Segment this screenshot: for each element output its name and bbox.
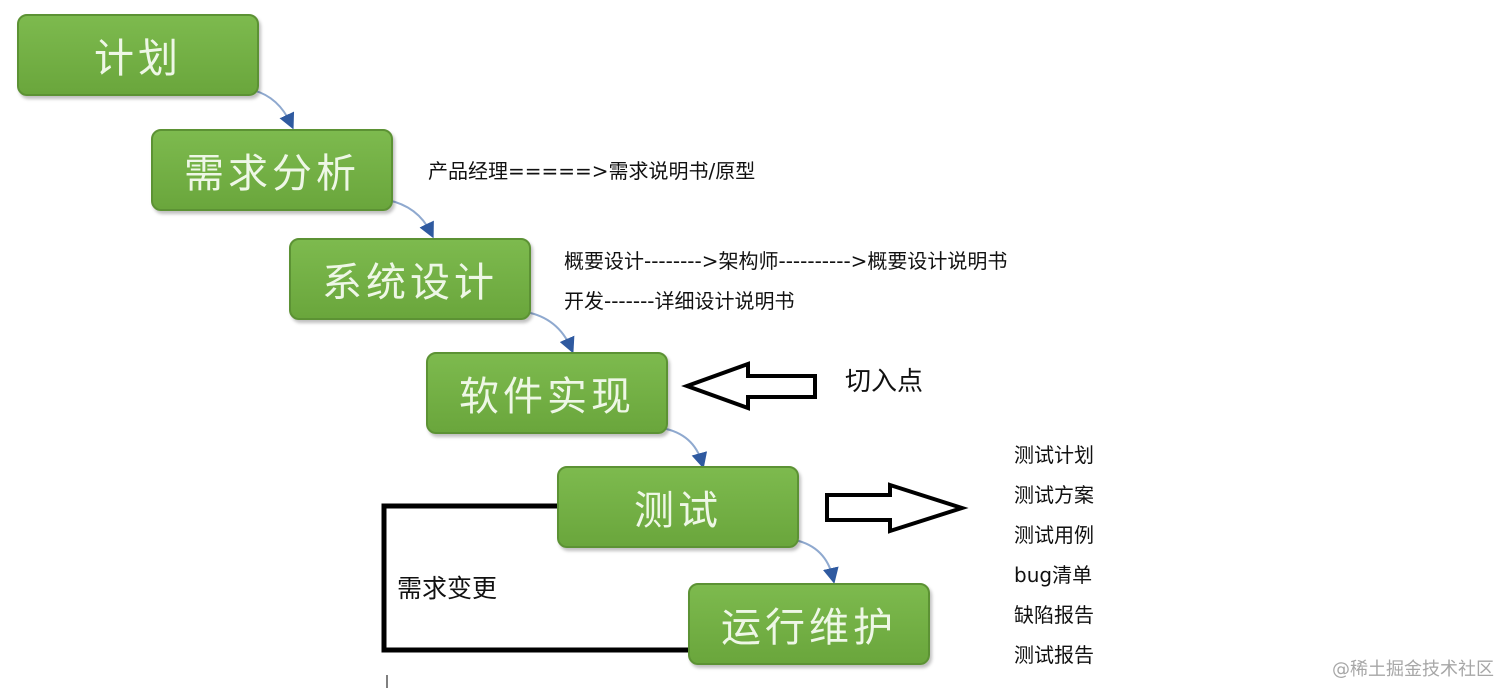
stage-system-design: 系统设计 [289, 238, 531, 320]
connector-arrow-5 [794, 539, 839, 584]
connector-arrow-1 [251, 89, 295, 130]
design-overview-note: 概要设计-------->架构师---------->概要设计说明书 [564, 249, 1008, 273]
entry-point-arrow [681, 361, 817, 411]
list-item: 测试计划 [1014, 443, 1094, 467]
connector-arrow-3 [525, 311, 575, 354]
change-request-label: 需求变更 [397, 574, 498, 603]
connector-arrow-4 [661, 427, 708, 469]
entry-point-label: 切入点 [845, 367, 924, 397]
stage-implementation: 软件实现 [426, 352, 668, 434]
list-item: 缺陷报告 [1014, 603, 1094, 627]
list-item: bug清单 [1014, 563, 1093, 587]
change-loop-bracket [381, 503, 690, 653]
requirements-note: 产品经理=====>需求说明书/原型 [428, 159, 756, 183]
test-output-arrow [825, 482, 969, 534]
design-detail-note: 开发-------详细设计说明书 [564, 289, 795, 313]
stage-plan: 计划 [17, 14, 259, 96]
stage-testing: 测试 [557, 466, 799, 548]
test-output-list: 测试计划 测试方案 测试用例 bug清单 缺陷报告 测试报告 [1014, 437, 1134, 677]
watermark: @稀土掘金技术社区 [1332, 659, 1494, 680]
list-item: 测试方案 [1014, 483, 1094, 507]
stage-requirements-analysis: 需求分析 [151, 129, 393, 211]
connector-arrow-2 [386, 199, 434, 239]
list-item: 测试报告 [1014, 643, 1094, 667]
list-item: 测试用例 [1014, 523, 1094, 547]
stage-maintenance: 运行维护 [688, 583, 930, 665]
